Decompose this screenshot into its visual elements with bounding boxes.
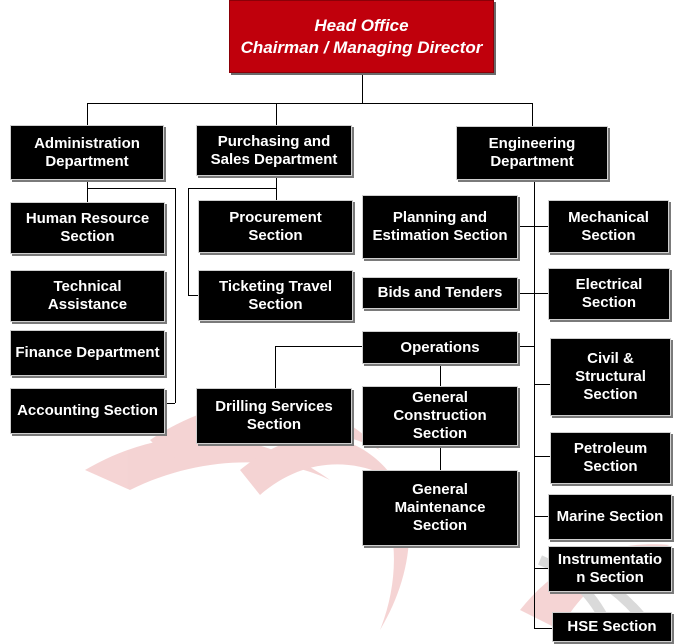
administration-department-box: Administration Department: [10, 125, 164, 180]
drilling-services-section-box: Drilling Services Section: [196, 388, 352, 444]
connector: [87, 103, 533, 104]
connector: [534, 384, 550, 385]
civil-structural-section-box: Civil & Structural Section: [550, 338, 671, 416]
connector: [534, 180, 535, 628]
connector: [532, 103, 533, 126]
planning-estimation-section-box: Planning and Estimation Section: [362, 195, 518, 259]
connector: [87, 180, 88, 202]
electrical-section-box: Electrical Section: [548, 268, 670, 320]
general-maintenance-section-box: General Maintenance Section: [362, 470, 518, 546]
connector: [534, 456, 550, 457]
head-office-subtitle: Chairman / Managing Director: [240, 37, 483, 57]
connector: [534, 628, 552, 629]
mechanical-section-box: Mechanical Section: [548, 200, 669, 253]
connector: [440, 446, 441, 470]
connector: [275, 346, 276, 388]
connector: [440, 364, 441, 386]
connector: [175, 188, 176, 403]
connector: [165, 403, 175, 404]
finance-department-box: Finance Department: [10, 330, 165, 376]
instrumentation-section-box: Instrumentatio n Section: [548, 546, 672, 592]
ticketing-travel-section-box: Ticketing Travel Section: [198, 270, 353, 321]
purchasing-sales-department-box: Purchasing and Sales Department: [196, 125, 352, 176]
general-construction-section-box: General Construction Section: [362, 386, 518, 446]
head-office-box: Head Office Chairman / Managing Director: [229, 0, 494, 73]
connector: [87, 103, 88, 125]
procurement-section-box: Procurement Section: [198, 200, 353, 253]
accounting-section-box: Accounting Section: [10, 388, 165, 434]
connector: [276, 176, 277, 200]
human-resource-section-box: Human Resource Section: [10, 202, 165, 254]
connector: [534, 516, 548, 517]
connector: [276, 103, 277, 125]
head-office-title: Head Office: [314, 15, 409, 35]
connector: [534, 568, 548, 569]
connector: [188, 295, 198, 296]
operations-box: Operations: [362, 331, 518, 364]
connector: [362, 73, 363, 103]
engineering-department-box: Engineering Department: [456, 126, 608, 180]
connector: [275, 346, 363, 347]
hse-section-box: HSE Section: [552, 612, 672, 642]
connector: [518, 226, 548, 227]
connector: [188, 188, 189, 295]
marine-section-box: Marine Section: [548, 494, 672, 540]
connector: [518, 346, 534, 347]
connector: [87, 188, 175, 189]
connector: [188, 188, 276, 189]
technical-assistance-box: Technical Assistance: [10, 270, 165, 322]
connector: [518, 293, 548, 294]
bids-tenders-box: Bids and Tenders: [362, 277, 518, 309]
petroleum-section-box: Petroleum Section: [550, 432, 671, 484]
